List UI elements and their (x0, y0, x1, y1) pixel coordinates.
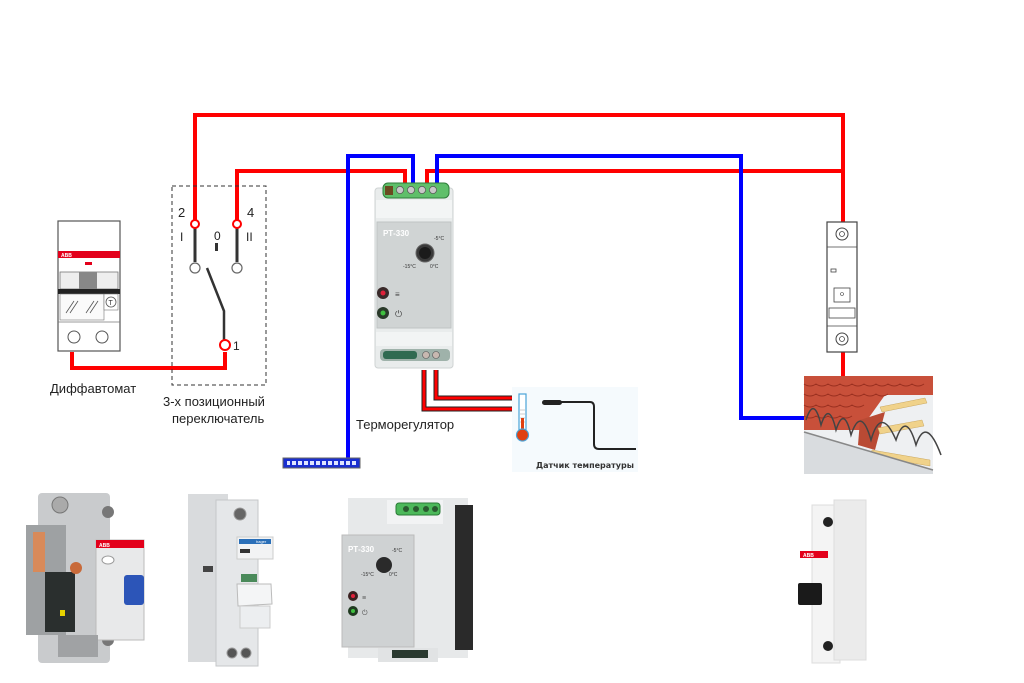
sensor-label: Датчик температуры (536, 461, 634, 470)
phase-wire-thermostat-to-breaker (425, 169, 843, 183)
neutral-bus-bar (282, 457, 361, 469)
position-II-label: II (246, 230, 253, 244)
heating-cable (805, 408, 942, 456)
toggle-lever (833, 287, 851, 303)
thermostat-label: Терморегулятор (356, 417, 454, 432)
phase-wire-switch-to-breaker (193, 113, 845, 222)
svg-text:РТ-330: РТ-330 (348, 545, 375, 554)
thermostat-rt330-photo: РТ-330 -5°C -15°C 0°C ≡ ⏻ (341, 498, 473, 662)
svg-text:ABB: ABB (99, 543, 110, 549)
rcbo-label: Диффавтомат (50, 381, 136, 396)
position-I-label: I (180, 230, 183, 244)
neutral-wire-thermostat-to-cable (435, 154, 805, 420)
switch-label-line1: 3-х позиционный (163, 394, 265, 409)
svg-text:≡: ≡ (362, 595, 366, 602)
photo-temperature-knob (376, 557, 392, 573)
svg-text:T: T (109, 300, 114, 307)
front-panel (376, 221, 452, 329)
svg-text:-15°C: -15°C (361, 572, 374, 578)
sensor-probe (542, 400, 562, 405)
power-icon: ⏻ (395, 309, 402, 319)
svg-text:-5°C: -5°C (434, 236, 444, 242)
terminal-screw-icon (835, 227, 849, 241)
abb-breaker-photo: ABB (798, 499, 867, 664)
thermostat-device: РТ-330 -5°C -15°C 0°C ≡ ⏻ (374, 182, 454, 369)
switch-lever (205, 267, 226, 340)
terminal-4-label: 4 (247, 205, 254, 220)
model-label: РТ-330 (383, 229, 410, 238)
rcbo-cutaway-photo: ABB (26, 493, 145, 663)
breaker-toggle (798, 583, 822, 605)
sensor-cable (560, 401, 636, 450)
abb-brand-strip (58, 251, 120, 258)
three-position-switch-schematic: 2 4 I 0 II 1 (171, 185, 267, 386)
contact-symbol-icon (65, 300, 79, 314)
svg-text:0°C: 0°C (389, 572, 398, 578)
svg-text:0°C: 0°C (430, 264, 439, 270)
svg-text:⏻: ⏻ (362, 609, 368, 617)
status-indicator (85, 262, 92, 265)
toggle-lever (79, 272, 97, 289)
terminal-1-contact (219, 339, 231, 351)
terminal-2-contact (190, 219, 200, 229)
roof-heating-cable-illustration (803, 376, 942, 474)
neutral-wire-bus-to-thermostat (346, 154, 415, 458)
terminal-screw-icon (95, 330, 109, 344)
svg-text:ABB: ABB (803, 553, 814, 559)
terminal-2-label: 2 (178, 205, 185, 220)
switch-enclosure (171, 185, 267, 386)
circuit-breaker-schematic (826, 221, 858, 353)
phase-wire-rcbo-to-switch (70, 352, 227, 370)
temperature-sensor: Датчик температуры (512, 387, 638, 472)
abb-logo: ABB (61, 253, 72, 259)
svg-text:-5°C: -5°C (392, 548, 402, 554)
hager-switch-photo: hager (188, 494, 274, 667)
position-0-label: 0 (214, 229, 221, 243)
rcbo-blue-lever (124, 575, 144, 605)
switch-label-line2: переключатель (172, 411, 265, 426)
terminal-1-label: 1 (233, 339, 240, 353)
terminal-4-contact (232, 219, 242, 229)
wires (70, 113, 845, 458)
heating-icon: ≡ (395, 290, 400, 299)
svg-text:hager: hager (256, 539, 267, 544)
terminal-block-bottom (383, 351, 417, 359)
svg-text:-15°C: -15°C (403, 264, 416, 270)
test-button-icon (105, 296, 117, 308)
terminal-screw-icon (835, 332, 849, 346)
terminal-screw-icon (67, 330, 81, 344)
phase-wire-switch-to-thermostat (235, 169, 407, 220)
rcbo-schematic: ABB T (57, 220, 121, 352)
sensor-wires (421, 370, 516, 412)
